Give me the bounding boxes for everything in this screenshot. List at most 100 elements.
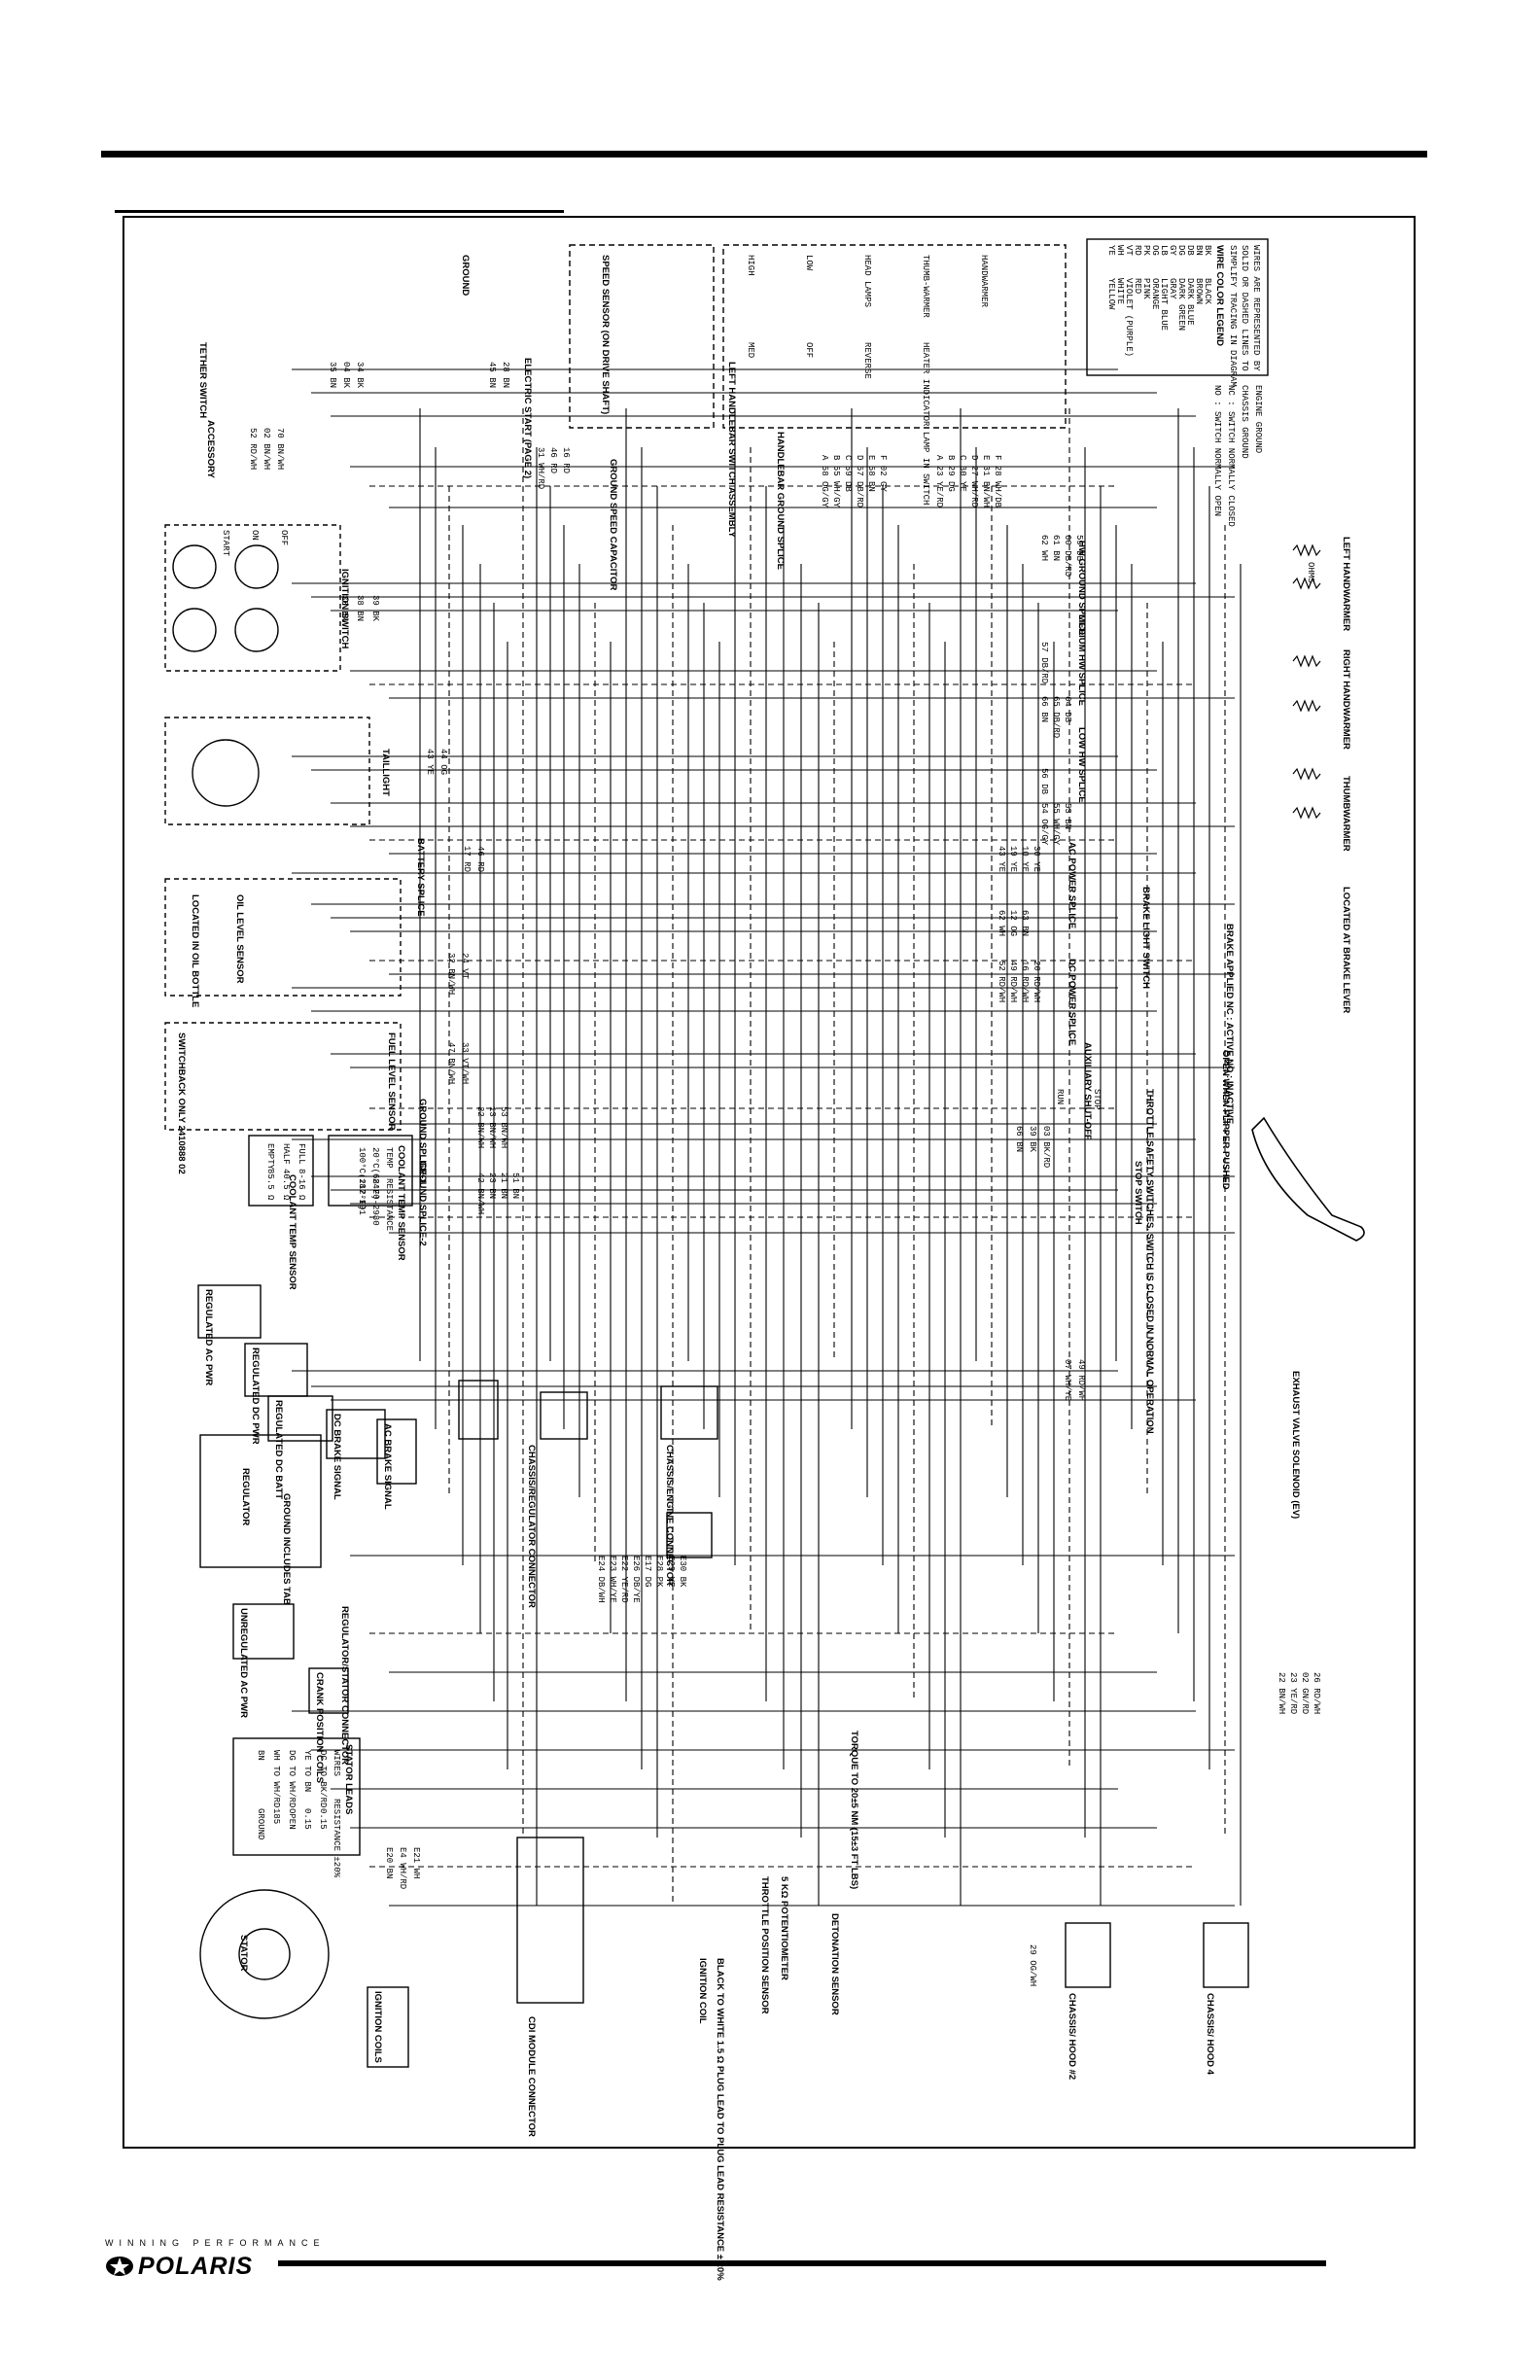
legend-code: DB (1185, 245, 1195, 256)
ac-power-wire-label: 19 YE (1008, 846, 1018, 872)
handlebar-switch-label: LOW (804, 255, 814, 271)
low-wire-label: 66 BN (1039, 696, 1049, 722)
oil-wire-label: 24 VT (460, 953, 470, 980)
brake-wire-label: 12 OG (1008, 910, 1018, 936)
ac-power-wire-label: 10 YE (1020, 846, 1030, 872)
bottom-right-wire-label: 23 YE/RD (1288, 1672, 1298, 1714)
footer-tagline: WINNING PERFORMANCE (105, 2238, 326, 2248)
battery-splice-label: BATTERY SPLICE (415, 838, 426, 917)
legend-code: PK (1141, 245, 1151, 256)
stator-table-header: RESISTANCE ±20% (332, 1799, 341, 1878)
stop-wire-label: 66 BN (1014, 1126, 1024, 1152)
dc-power-wire-label: 20 RD/WH (1032, 961, 1041, 1002)
legend-color-name: PINK (1141, 278, 1151, 299)
ignition-coils-box (367, 1986, 409, 2068)
stator-table-header: WIRES (332, 1750, 341, 1776)
brake-note-label: BRAKE APPLIED NC : ACTIVE NO : INACTIVE (1224, 924, 1235, 1124)
reg-ac-box (197, 1284, 262, 1339)
coolant-table-box (328, 1135, 413, 1207)
cdi-wire-label: E26 DB/YE (631, 1556, 641, 1603)
accessory-wire-label: 70 BN/WH (275, 428, 285, 470)
exhaust-wire-label: 07 WH/YE (1063, 1359, 1072, 1401)
stator-label: STATOR (238, 1935, 249, 1972)
handlebar-switch-label: HIGH (746, 255, 755, 276)
ground1-wire-label: 13 BN/WH (487, 1106, 497, 1148)
stator-wire-label: E4 WH/RD (398, 1847, 407, 1889)
stator-table-cell: YE TO BN (302, 1750, 312, 1792)
stop-wire-label: 03 BK/RD (1041, 1126, 1051, 1168)
polaris-star-icon (106, 2257, 133, 2276)
legend-color-name: DARK GREEN (1176, 278, 1186, 331)
right-handwarmer-resistors (1292, 655, 1321, 712)
ground-tab-label: GROUND INCLUDES TAB (281, 1493, 292, 1605)
title-underline (115, 210, 564, 213)
exhaust-wire-label: 49 RD/WH (1076, 1359, 1086, 1401)
low-wire-label: 65 DB/RD (1051, 696, 1061, 738)
chassis-hood2-box (1065, 1922, 1111, 1988)
electric-start-wire-label: 16 RD (561, 447, 571, 473)
crank-sensor-box (308, 1667, 349, 1714)
taillight-wire-label: 43 YE (425, 749, 435, 775)
coolant-table-header: RESISTANCE (384, 1178, 394, 1231)
wire-bundle (292, 368, 1242, 1907)
stator-wire-label: E21 WH (411, 1847, 421, 1878)
hw-ground-wire-label: 61 BN (1051, 535, 1061, 561)
chassis-hood4-box (1203, 1922, 1249, 1988)
coolant-table-cell: 2420-2980 (370, 1178, 380, 1226)
oil-sensor-label: OIL LEVEL SENSOR (234, 894, 245, 984)
stator-table-box (232, 1737, 361, 1856)
ignition-wire-label: 36 BN (339, 595, 349, 621)
cdi-wire-label: E22 YE/RD (619, 1556, 629, 1603)
handlebar-wire-label: F 02 GY (878, 455, 888, 492)
left-handlebar-label: LEFT HANDLEBAR SWITCH ASSEMBLY (726, 362, 737, 539)
diagram-frame (122, 216, 1416, 2149)
engine-conn-box (666, 1512, 713, 1558)
legend-color-name: BLACK (1203, 278, 1212, 305)
ground-wire-label: 45 BN (487, 362, 497, 388)
bottom-right-wire-label: 26 RD/WH (1312, 1672, 1321, 1714)
ignition-switch-label: IGNITION SWITCH (339, 569, 350, 648)
legend-code: YE (1106, 245, 1116, 256)
dc-power-splice-label: DC POWER SPLICE (1067, 959, 1077, 1045)
electric-start-wire-label: 31 WH/RD (536, 447, 545, 489)
ignition-position-label: OFF (279, 530, 289, 545)
legend-symbol: CHASSIS GROUND (1240, 385, 1249, 459)
right-conn-wire-label: E 31 BN/WH (981, 455, 991, 508)
cdi-wire-label: E23 WH/YE (608, 1556, 617, 1603)
right-conn-wire-label: B 29 DG (946, 455, 956, 492)
regulator-box (199, 1434, 322, 1568)
cdi-wire-label: E24 DB/WH (596, 1556, 606, 1603)
dc-power-wire-label: 49 RD/WH (1008, 961, 1018, 1002)
taillight-box (164, 717, 370, 825)
legend-symbol: ENGINE GROUND (1253, 385, 1263, 453)
ac-power-wire-label: 30 YE (1032, 846, 1041, 872)
fuel-table-cell: 85.5 Ω (265, 1169, 275, 1201)
brand-name: POLARIS (138, 2252, 254, 2280)
ignition-coil-note-label: BLACK TO WHITE 1.5 Ω PLUG LEAD TO PLUG L… (715, 1958, 725, 2281)
chassis-reg-conn2-box (458, 1380, 499, 1440)
legend-line: SOLID OR DASHED LINES TO (1240, 245, 1249, 371)
battery-wire-label: 17 RD (462, 846, 472, 872)
brake-wire-label: 62 WH (997, 910, 1006, 936)
oil-sensor-box (164, 878, 402, 997)
tether-label: TETHER SWITCH (197, 342, 208, 418)
exhaust-valve-label: EXHAUST VALVE SOLENOID (EV) (1290, 1371, 1301, 1519)
stator-table-cell: 0.15 (302, 1808, 312, 1830)
legend-code: BN (1194, 245, 1204, 256)
legend-color-name: VIOLET (PURPLE) (1124, 278, 1134, 357)
coolant-table-cell: 20°C(68°F) (370, 1147, 380, 1200)
reg-dc-batt-label: REGULATED DC BATT (273, 1400, 284, 1499)
open-when-label: OPEN WHEN FLIPPER PUSHED (1220, 1050, 1231, 1190)
fuel-sensor-box (164, 1022, 402, 1131)
legend-code: OG (1150, 245, 1160, 256)
legend-color-name: ORANGE (1150, 278, 1160, 309)
ground-label: GROUND (460, 255, 471, 296)
legend-color-title: WIRE COLOR LEGEND (1214, 245, 1225, 346)
tps-note-label: 5 KΩ POTENTIOMETER (779, 1876, 789, 1980)
right-handwarmer-label: RIGHT HANDWARMER (1341, 649, 1351, 750)
stator-table-cell: OPEN (287, 1808, 297, 1830)
legend-color-name: BROWN (1194, 278, 1204, 304)
low-wire-label: 64 DB (1063, 696, 1072, 723)
medium-hw-splice-label: MEDIUM HW SPLICE (1076, 614, 1087, 706)
